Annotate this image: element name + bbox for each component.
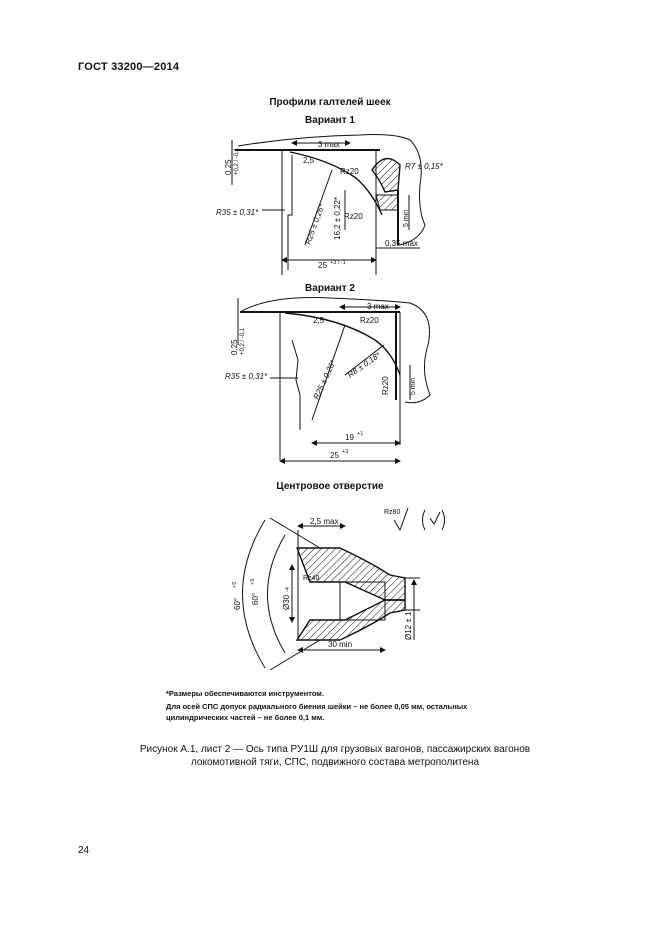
note-sps: Для осей СПС допуск радиального биения ш… xyxy=(166,701,586,723)
v2-r8: R8 ± 0,18* xyxy=(346,350,383,380)
v1-dim-25: 25 xyxy=(318,261,327,270)
ch-angle-outer-tol: +5 xyxy=(232,582,238,588)
ch-angle-inner: 60° xyxy=(251,593,260,605)
variant2-labels: 3 max 0,25 +0,2 / -0,1 2,5 Rz20 Rz20 R35… xyxy=(225,302,417,460)
ch-angle-outer: 60° xyxy=(233,598,242,610)
variant1-title: Вариант 1 xyxy=(305,115,355,126)
v1-dim-162: 16,2 ± 0,22* xyxy=(333,197,342,240)
v1-dim-5min: 5 min xyxy=(403,210,410,227)
v2-dim-3max: 3 max xyxy=(367,302,389,311)
v2-rz20-a: Rz20 xyxy=(360,316,379,325)
variant2-drawing xyxy=(237,297,431,464)
v1-rough-25: 2,5 xyxy=(303,156,315,165)
v1-r7: R7 ± 0,15* xyxy=(405,162,444,171)
caption-line2: локомотивной тяги, СПС, подвижного соста… xyxy=(190,757,480,768)
ch-dim-d12: Ø12 ± 1 xyxy=(404,611,413,640)
v2-rz20-b: Rz20 xyxy=(381,376,390,395)
v1-rz20-b: Rz20 xyxy=(344,212,363,221)
v1-dim-035max: 0,35 max xyxy=(385,239,418,248)
v1-r25: R25 ± 0,26* xyxy=(303,202,326,246)
v1-r35: R35 ± 0,31* xyxy=(216,208,259,217)
variant2-title: Вариант 2 xyxy=(305,283,355,294)
v1-rz20-a: Rz20 xyxy=(340,167,359,176)
page-number: 24 xyxy=(78,845,90,856)
v2-r25: R25 ± 0,26* xyxy=(312,358,338,401)
center-hole-labels: Rz80 2,5 max Rz40 60° +5 60° +5 Ø30 -4 Ø… xyxy=(232,509,413,649)
v2-dim-19: 19 xyxy=(345,433,354,442)
caption-line1: Рисунок А.1, лист 2 — Ось типа РУ1Ш для … xyxy=(139,744,531,755)
v1-dim-025: 0,25 xyxy=(224,159,233,175)
ch-dim-d30: Ø30 xyxy=(282,594,291,610)
note-sps-line2: цилиндрических частей – не более 0,1 мм. xyxy=(166,713,325,722)
ch-rz80: Rz80 xyxy=(384,509,400,516)
profiles-title: Профили галтелей шеек xyxy=(269,97,391,108)
v2-dim-025: 0,25 xyxy=(230,339,239,355)
ch-angle-inner-tol: +5 xyxy=(250,579,256,585)
v2-dim-025-tol: +0,2 / -0,1 xyxy=(240,327,246,355)
v2-r35: R35 ± 0,31* xyxy=(225,372,268,381)
ch-rz40: Rz40 xyxy=(303,575,319,582)
ch-dim-d30-tol: -4 xyxy=(285,587,291,592)
v1-dim-025-tol: +0,2 / -0,1 xyxy=(234,147,240,175)
v2-dim-25: 25 xyxy=(330,451,339,460)
note-asterisk: *Размеры обеспечиваются инструментом. xyxy=(166,689,324,698)
note-sps-line1: Для осей СПС допуск радиального биения ш… xyxy=(166,702,468,711)
variant1-drawing xyxy=(231,134,426,275)
v2-dim-19-tol: +1 xyxy=(357,431,363,437)
figure-caption: Рисунок А.1, лист 2 — Ось типа РУ1Ш для … xyxy=(120,743,550,769)
center-hole-title: Центровое отверстие xyxy=(276,481,384,492)
ch-dim-25max: 2,5 max xyxy=(310,517,338,526)
v2-rough-25: 2,5 xyxy=(313,316,325,325)
ch-dim-30min: 30 min xyxy=(328,640,352,649)
center-hole-drawing xyxy=(242,507,445,671)
v2-dim-5min: 5 min xyxy=(410,378,417,395)
v1-dim-25-tol: +3 / -1 xyxy=(330,260,346,266)
v1-dim-3max: 3 max xyxy=(318,140,340,149)
standard-header: ГОСТ 33200—2014 xyxy=(78,61,180,73)
v2-dim-25-tol: +3 xyxy=(342,449,348,455)
